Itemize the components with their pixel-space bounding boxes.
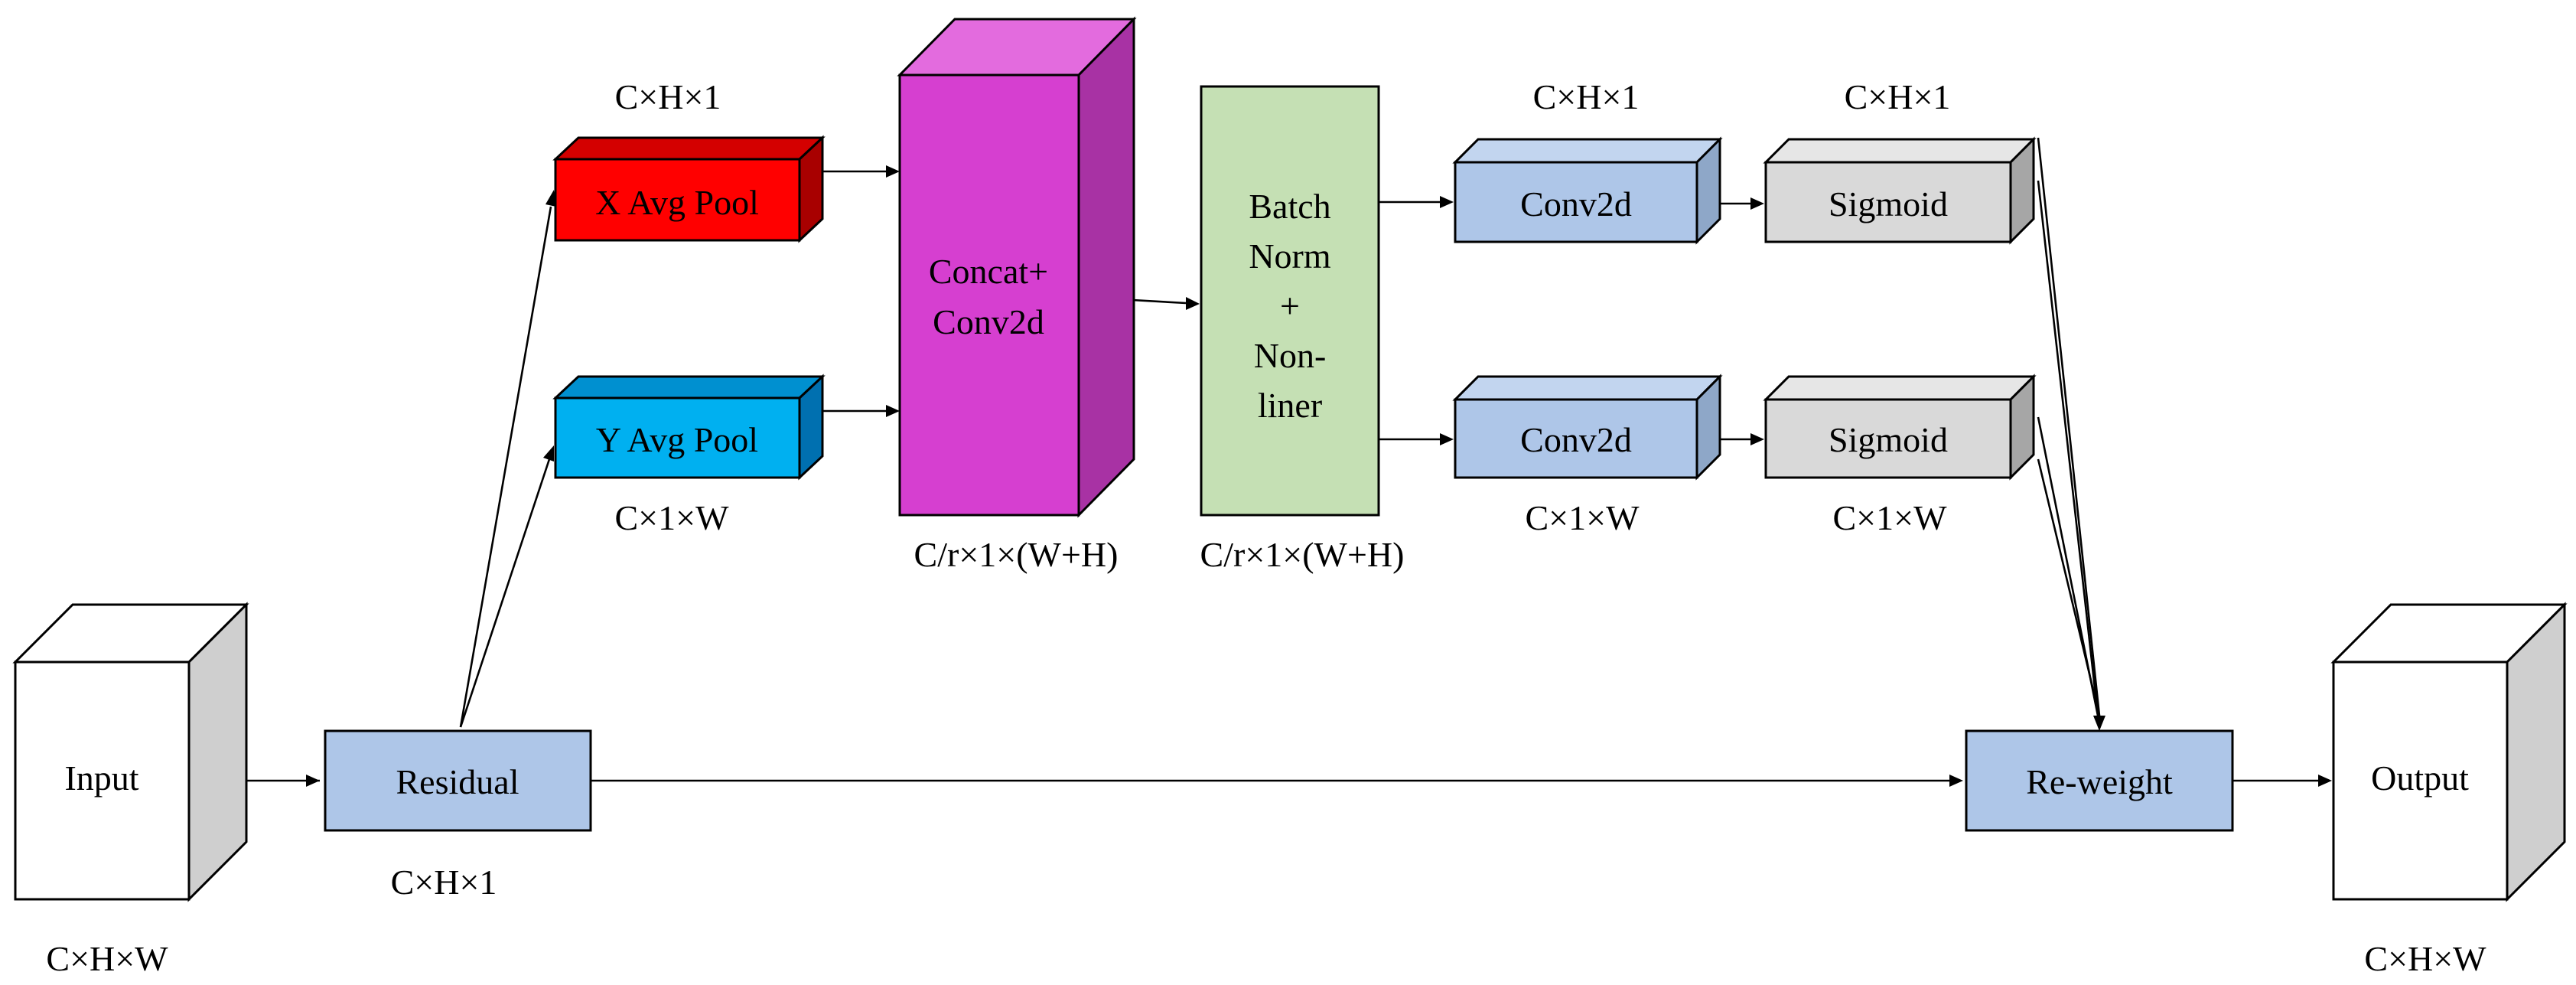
concat-front: [898, 73, 1080, 517]
y-pool-front: [554, 396, 801, 479]
conv-top-top: [1452, 138, 1723, 164]
conv-bot-top: [1452, 375, 1723, 401]
concat-label-line-2: Conv2d: [933, 302, 1044, 341]
edge-xpool-concat-arrow: [886, 165, 900, 178]
edges: [189, 137, 2332, 787]
batchnorm-rect: [1200, 85, 1380, 517]
conv-top-dim-label: C×H×1: [1533, 77, 1640, 116]
conv-top-front: [1454, 161, 1698, 243]
sigmoid-top-box: Sigmoid: [1763, 136, 2037, 245]
batchnorm-dim-label: C/r×1×(W+H): [1200, 535, 1405, 574]
x-pool-dim-label: C×H×1: [615, 77, 721, 116]
conv-bot-label: Conv2d: [1520, 420, 1632, 459]
edge-convtop-sigtop-arrow: [1750, 197, 1764, 210]
edge-batchnorm-convbot-arrow: [1440, 433, 1454, 445]
x-pool-top: [552, 136, 826, 161]
sig-bot-label: Sigmoid: [1829, 420, 1948, 459]
input-label: Input: [64, 758, 138, 797]
y-pool-label: Y Avg Pool: [596, 420, 758, 459]
edge-sigs-reweight-arrow: [2093, 716, 2105, 731]
sig-top-top: [1763, 138, 2037, 164]
edge-residual-ypool: [459, 458, 551, 728]
x-pool-label: X Avg Pool: [595, 183, 759, 222]
sig-top-label: Sigmoid: [1829, 184, 1948, 223]
input-cube-front: [14, 660, 191, 901]
edge-sigtop-reweight-b: [2037, 137, 2101, 716]
concat-conv-box: Concat+ Conv2d: [897, 16, 1137, 518]
edge-sigtop-reweight-a: [2037, 180, 2099, 716]
input-cube: Input: [12, 602, 249, 902]
sig-bot-top: [1763, 375, 2037, 401]
y-avg-pool-box: Y Avg Pool: [552, 373, 826, 481]
edge-reweight-output-arrow: [2318, 775, 2332, 787]
reweight-label: Re-weight: [2026, 762, 2173, 801]
residual-label: Residual: [396, 762, 519, 801]
reweight-rect: [1965, 729, 2234, 832]
concat-dim-label: C/r×1×(W+H): [914, 535, 1119, 574]
sig-top-front: [1764, 161, 2012, 243]
batchnorm-label-line-4: Non-: [1254, 336, 1327, 375]
edge-input-residual-arrow: [306, 775, 320, 787]
batchnorm-label-line-5: liner: [1258, 386, 1322, 425]
edge-residual-reweight-arrow: [1949, 775, 1963, 787]
x-pool-front: [554, 158, 801, 242]
batchnorm-box: Batch Norm + Non- liner: [1200, 85, 1380, 517]
residual-box: Residual: [324, 729, 592, 832]
edge-residual-xpool-arrow: [545, 190, 556, 207]
batchnorm-label-line-1: Batch: [1249, 187, 1330, 226]
edge-ypool-concat-arrow: [886, 405, 900, 417]
sig-bot-front: [1764, 398, 2012, 479]
conv-top-box: Conv2d: [1452, 136, 1723, 245]
output-cube-front: [2332, 660, 2509, 901]
concat-label-line-1: Concat+: [929, 252, 1048, 291]
output-cube: Output: [2330, 602, 2568, 902]
input-dim-label: C×H×W: [46, 939, 168, 978]
sigmoid-bottom-box: Sigmoid: [1763, 373, 2037, 481]
x-avg-pool-box: X Avg Pool: [552, 135, 826, 243]
edge-convbot-sigbot-arrow: [1750, 433, 1764, 445]
reweight-box: Re-weight: [1965, 729, 2234, 832]
residual-dim-label: C×H×1: [391, 863, 497, 902]
output-dim-label: C×H×W: [2364, 939, 2486, 978]
output-label: Output: [2371, 758, 2469, 797]
conv-bottom-box: Conv2d: [1452, 373, 1723, 481]
residual-rect: [324, 729, 592, 832]
conv-bot-dim-label: C×1×W: [1526, 498, 1640, 537]
edge-sigbot-reweight-b: [2037, 458, 2101, 716]
edge-residual-ypool-arrow: [543, 445, 554, 462]
edge-concat-batchnorm-arrow: [1186, 297, 1200, 310]
sig-bot-dim-label: C×1×W: [1833, 498, 1948, 537]
concat-side: [1077, 16, 1135, 518]
edge-residual-xpool: [459, 206, 552, 728]
edge-batchnorm-convtop-arrow: [1440, 196, 1454, 208]
sig-top-dim-label: C×H×1: [1845, 77, 1951, 116]
conv-top-label: Conv2d: [1520, 184, 1632, 223]
conv-bot-front: [1454, 398, 1698, 479]
batchnorm-label-line-2: Norm: [1249, 236, 1331, 276]
y-pool-top: [552, 375, 826, 400]
batchnorm-label-line-3: +: [1280, 286, 1300, 325]
y-pool-dim-label: C×1×W: [615, 498, 730, 537]
